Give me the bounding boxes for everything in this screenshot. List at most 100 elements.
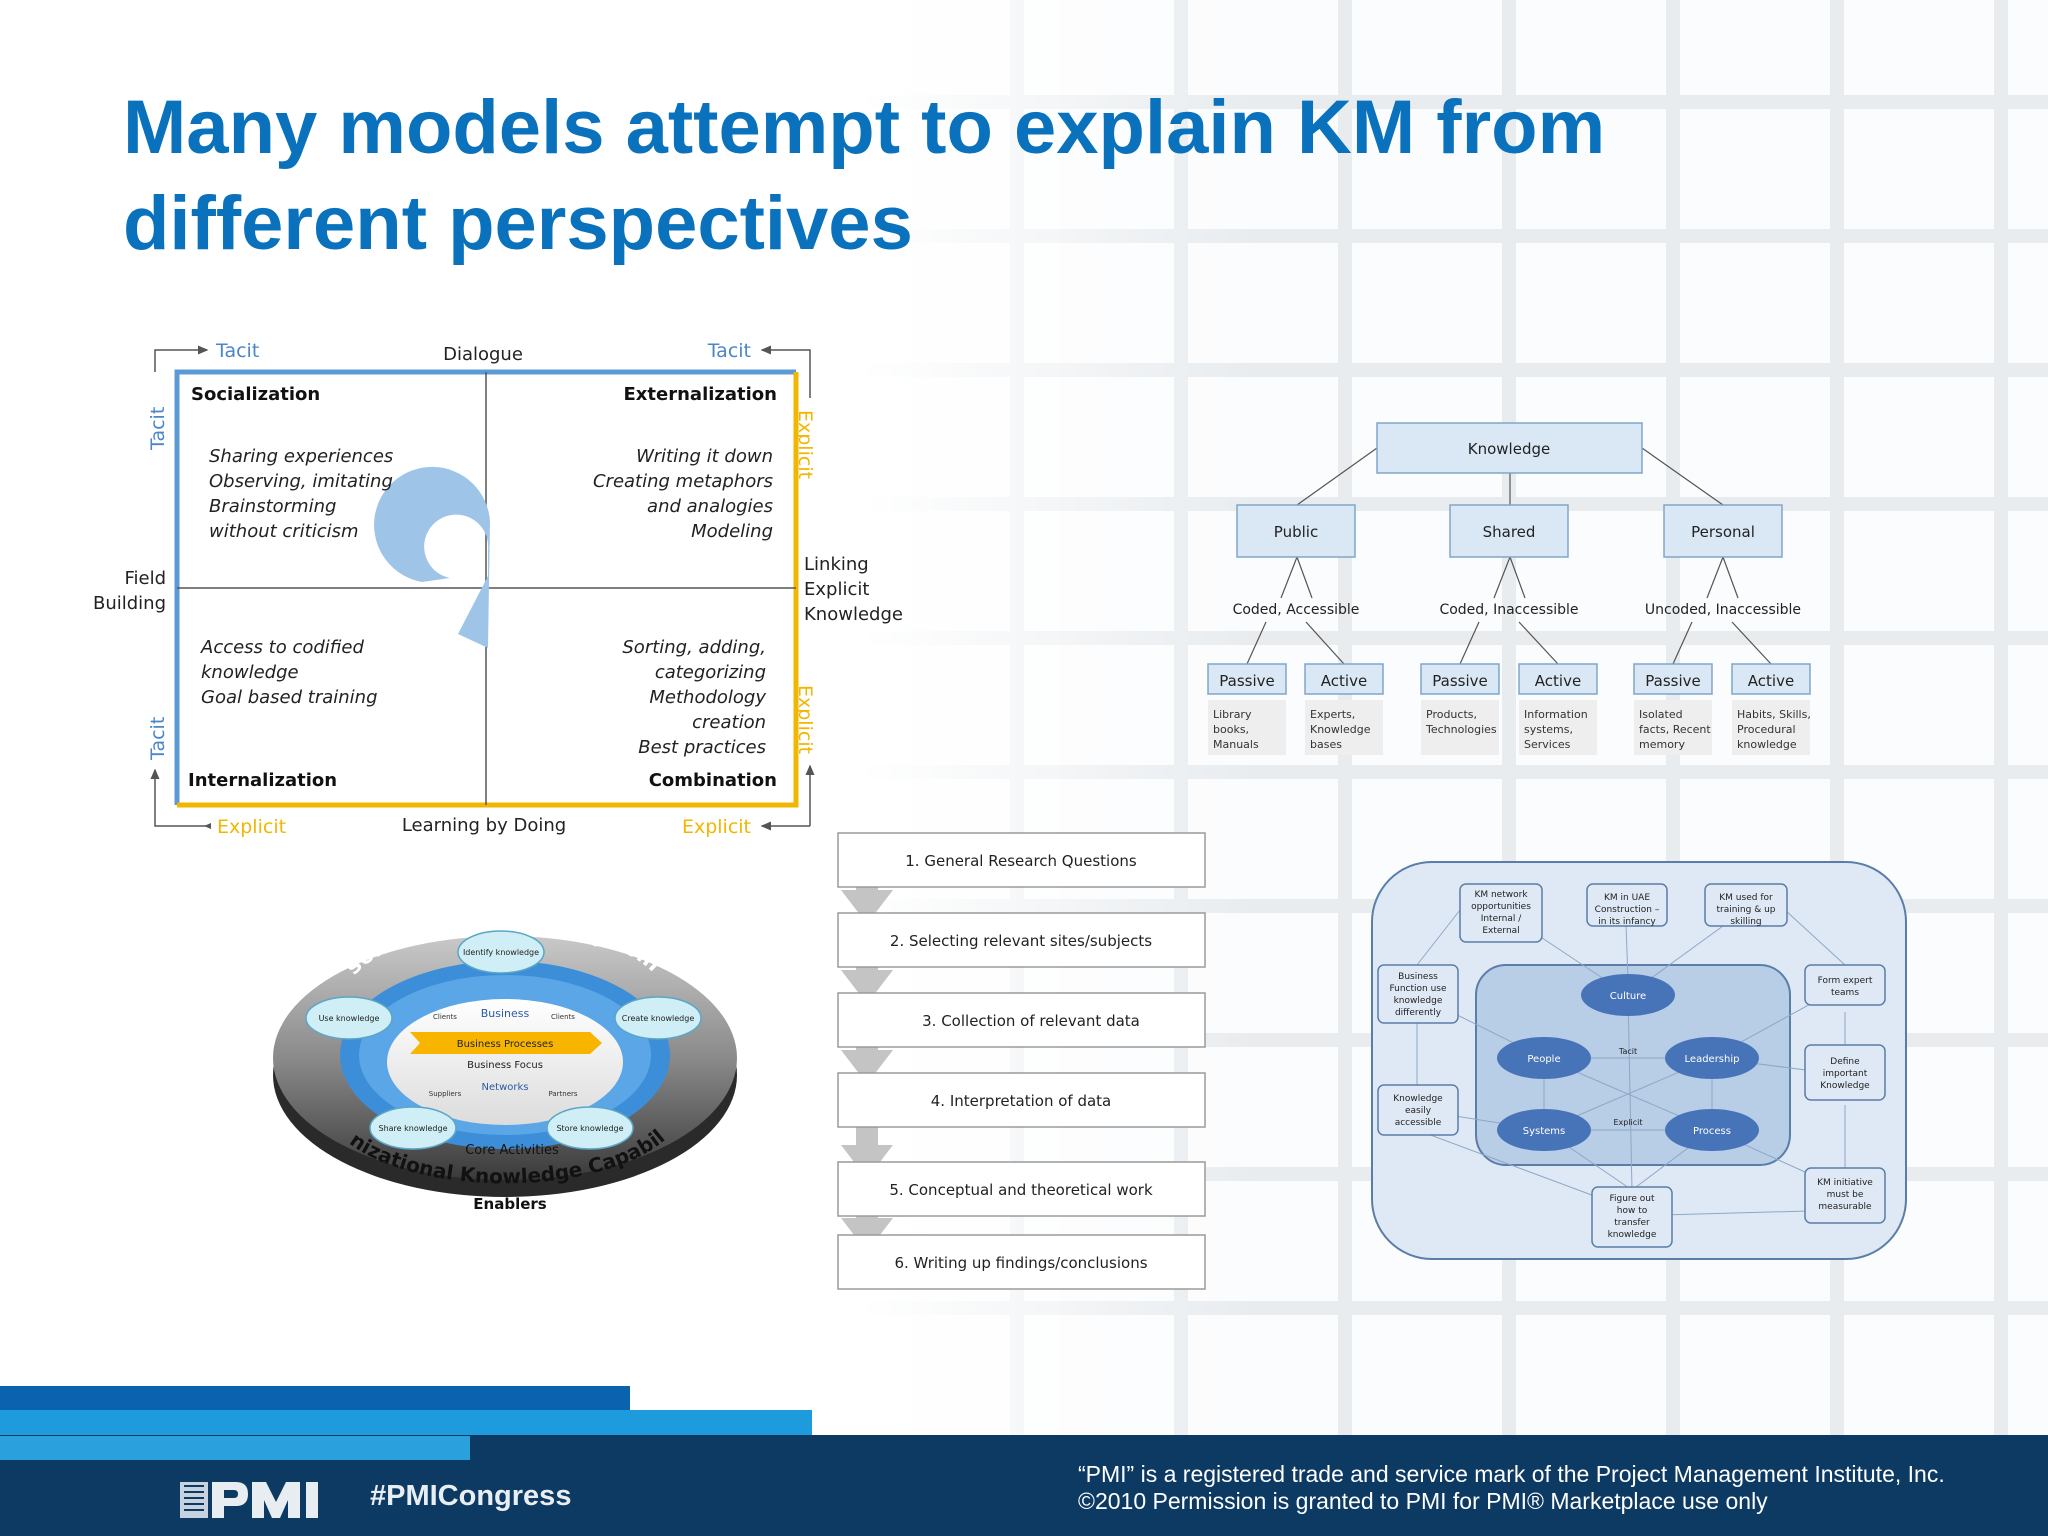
network-box <box>1804 1167 1886 1224</box>
explicit-inner-label: Explicit <box>1613 1118 1642 1127</box>
leaf-example: Library <box>1213 708 1252 721</box>
leaf-box <box>1518 663 1598 695</box>
step-label: 1. General Research Questions <box>905 852 1137 870</box>
branch-label: Public <box>1274 523 1318 541</box>
box-text: Knowledge <box>1820 1081 1870 1091</box>
branch-sub: Coded, Inaccessible <box>1439 602 1578 618</box>
clients-right-label: Clients <box>551 1013 575 1021</box>
process-ellipse <box>1665 1109 1759 1151</box>
socialization-line: Sharing experiences <box>209 446 393 467</box>
externalization-line: Modeling <box>691 521 773 542</box>
box-text: Figure out <box>1609 1194 1655 1204</box>
leaf-example: books, <box>1213 723 1249 736</box>
ellipse-label: People <box>1527 1054 1560 1065</box>
step-box <box>837 832 1206 888</box>
notice-line-2: ©2010 Permission is granted to PMI for P… <box>1078 1488 1768 1514</box>
box-text: how to <box>1617 1206 1648 1216</box>
cycle-arrow-icon <box>374 466 490 648</box>
core-activities-label: Core Activities <box>465 1143 559 1158</box>
box-text: differently <box>1395 1008 1442 1018</box>
tree-branch-shared: Shared Coded, Inaccessible <box>1439 504 1579 618</box>
partners-label: Partners <box>548 1090 577 1098</box>
step-box <box>837 992 1206 1048</box>
business-label: Business <box>481 1007 530 1020</box>
step-arrows <box>841 874 893 1252</box>
network-box <box>1804 1044 1886 1101</box>
box-text: Construction – <box>1595 905 1660 915</box>
box-text: teams <box>1831 988 1859 998</box>
business-focus-label: Business Focus <box>467 1060 543 1071</box>
title-line-2: different perspectives <box>123 181 913 266</box>
internalization-title: Internalization <box>188 770 337 791</box>
step-box <box>837 912 1206 968</box>
branch-sub: Coded, Accessible <box>1233 602 1360 618</box>
network-box <box>1591 1186 1673 1248</box>
explicit-bottom-left: Explicit <box>217 816 286 838</box>
leaf-box <box>1420 663 1500 695</box>
explicit-right-top: Explicit <box>794 410 816 479</box>
footer-stripe-cyan <box>0 1436 470 1460</box>
node-label: Use knowledge <box>319 1014 380 1023</box>
combination-line: creation <box>692 712 766 733</box>
box-text: training & up <box>1716 905 1775 915</box>
box-text: important <box>1823 1069 1868 1079</box>
km-network-diagram: Culture People Leadership Systems Proces… <box>1371 861 1907 1260</box>
step-label: 3. Collection of relevant data <box>922 1012 1140 1030</box>
node-store: Store knowledge <box>546 1106 634 1150</box>
leaf-box <box>1304 663 1384 695</box>
leaf-example: Procedural <box>1737 723 1796 736</box>
box-text: KM network <box>1474 890 1528 900</box>
leaf-label: Active <box>1748 672 1794 690</box>
ellipse-label: Systems <box>1523 1126 1566 1137</box>
leaf-box <box>1731 663 1811 695</box>
knowledge-label: Knowledge <box>804 604 903 625</box>
leaf-label: Active <box>1535 672 1581 690</box>
leaf-example: Knowledge <box>1310 723 1371 736</box>
network-box <box>1459 883 1543 943</box>
seci-blue-border <box>174 369 796 805</box>
step-label: 2. Selecting relevant sites/subjects <box>890 932 1152 950</box>
box-text: Function use <box>1389 984 1447 994</box>
footer-stripe-dark <box>0 1386 630 1410</box>
leaf-example: Services <box>1524 738 1571 751</box>
pmi-logo <box>178 1480 338 1520</box>
tree-branch-public: Public Coded, Accessible <box>1233 504 1360 618</box>
box-text: Business <box>1398 972 1438 982</box>
node-label: Share knowledge <box>379 1124 448 1133</box>
leaf-label: Passive <box>1432 672 1487 690</box>
socialization-title: Socialization <box>191 384 320 405</box>
node-label: Identify knowledge <box>463 948 539 957</box>
hashtag-label: #PMICongress <box>370 1480 572 1512</box>
leaf-example: Products, <box>1426 708 1477 721</box>
linking-label: Linking <box>804 554 869 575</box>
node-share: Share knowledge <box>369 1106 457 1150</box>
internalization-line: knowledge <box>201 662 299 683</box>
step-box <box>837 1161 1206 1217</box>
box-text: easily <box>1405 1106 1432 1116</box>
business-processes-arrow <box>410 1032 602 1054</box>
branch-label: Personal <box>1691 523 1755 541</box>
box-text: Internal / <box>1481 914 1523 924</box>
step-box <box>837 1072 1206 1128</box>
ellipse-label: Leadership <box>1685 1054 1740 1065</box>
box-text: in its infancy <box>1598 917 1656 927</box>
box-text: opportunities <box>1471 902 1531 912</box>
enablers-label: Enablers <box>473 1195 546 1213</box>
leaf-label: Passive <box>1219 672 1274 690</box>
title-line-1: Many models attempt to explain KM from <box>123 85 1606 170</box>
combination-line: Sorting, adding, <box>622 637 766 658</box>
research-steps: 1. General Research Questions 2. Selecti… <box>837 832 1206 1290</box>
leaf-example: systems, <box>1524 723 1573 736</box>
field-label: Field <box>124 568 166 589</box>
knowledge-tree: Knowledge Public Coded, Accessible Share… <box>1207 422 1811 755</box>
people-ellipse <box>1497 1037 1591 1079</box>
leaf-label: Passive <box>1645 672 1700 690</box>
externalization-line: Creating metaphors <box>593 471 773 492</box>
leaf-example: facts, Recent <box>1639 723 1711 736</box>
suppliers-label: Suppliers <box>429 1090 462 1098</box>
socialization-line: without criticism <box>209 521 359 542</box>
leaf-example: Experts, <box>1310 708 1355 721</box>
leadership-ellipse <box>1665 1037 1759 1079</box>
business-processes-label: Business Processes <box>457 1039 554 1050</box>
box-text: External <box>1482 926 1519 936</box>
